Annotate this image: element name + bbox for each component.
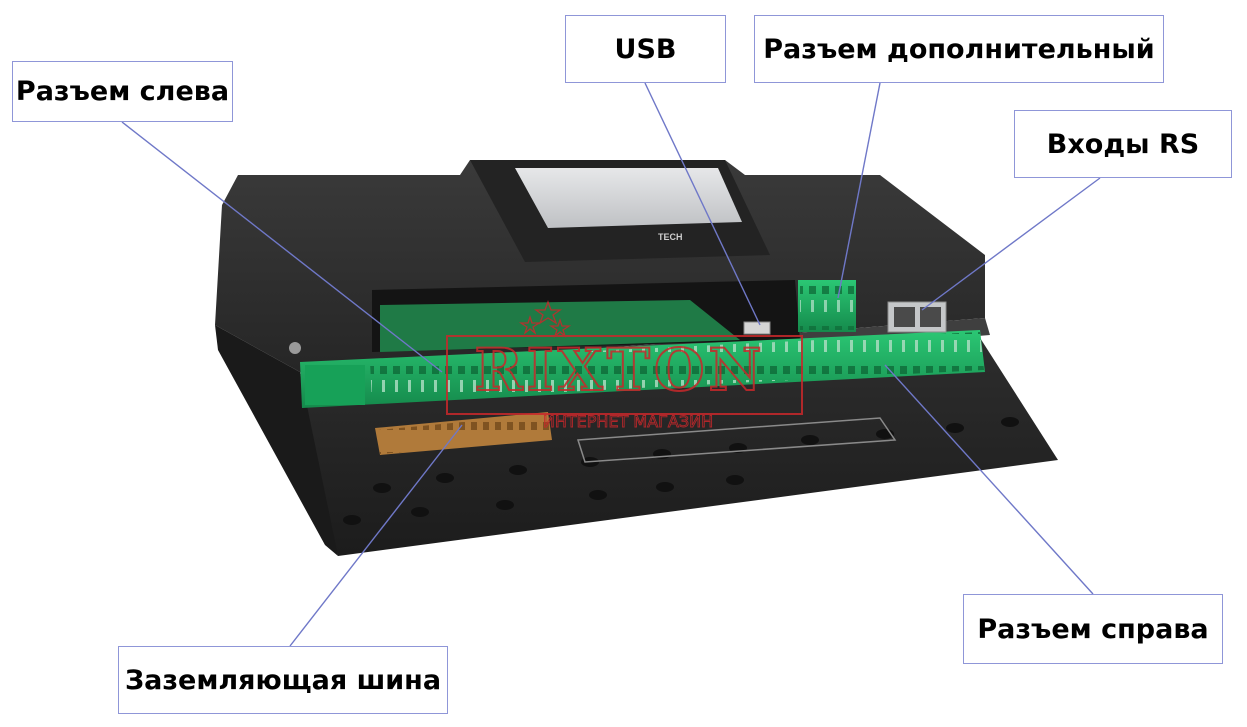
label-left-connector: Разъем слева (12, 61, 233, 122)
label-rs-inputs-text: Входы RS (1046, 128, 1200, 160)
label-rs-inputs: Входы RS (1014, 110, 1232, 178)
usb-port (743, 321, 771, 335)
display-screen (515, 168, 742, 228)
leader-left-connector (121, 121, 443, 373)
circuit-board (380, 300, 740, 352)
rs-ports (887, 301, 947, 333)
leader-rs-inputs (921, 177, 1101, 311)
label-left-connector-text: Разъем слева (15, 76, 230, 107)
watermark: RIXTON ИНТЕРНЕТ МАГАЗИН (446, 300, 803, 431)
label-usb: USB (565, 15, 726, 83)
controller-housing: TECH (215, 160, 1058, 556)
label-extra-connector: Разъем дополнительный (754, 15, 1164, 83)
terminal-strip-pins (370, 332, 984, 402)
label-right-connector-text: Разъем справа (977, 613, 1209, 645)
label-right-connector: Разъем справа (963, 594, 1223, 664)
terminal-strip (300, 330, 985, 408)
extra-connector-block (798, 280, 856, 332)
leader-lines (121, 82, 1101, 647)
label-ground-bus: Заземляющая шина (118, 646, 448, 714)
terminal-block-large (305, 365, 365, 405)
watermark-stars (518, 300, 572, 338)
watermark-tagline: ИНТЕРНЕТ МАГАЗИН (543, 412, 713, 431)
label-usb-text: USB (614, 33, 677, 65)
label-extra-connector-text: Разъем дополнительный (763, 33, 1155, 65)
brand-logo: TECH (658, 232, 683, 242)
leader-right-connector (884, 364, 1094, 595)
watermark-frame (446, 335, 803, 415)
tray-outline (576, 417, 897, 463)
watermark-name: RIXTON (474, 336, 765, 404)
label-ground-bus-text: Заземляющая шина (124, 664, 442, 696)
leader-ground-bus (289, 424, 463, 647)
left-side-face (215, 325, 338, 556)
leader-usb (644, 82, 761, 326)
leader-extra-connector (837, 82, 881, 299)
screw (289, 342, 301, 354)
ground-bus-bar (375, 412, 552, 455)
